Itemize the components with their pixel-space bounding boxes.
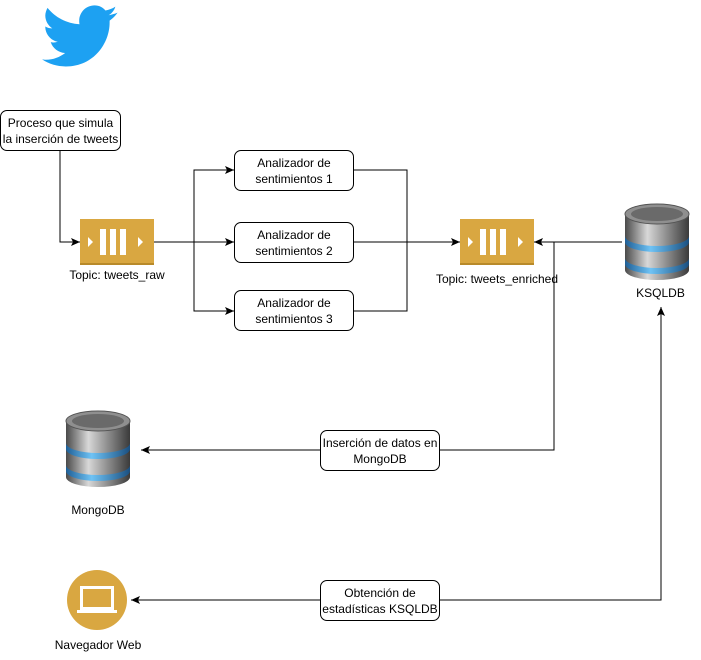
topic-enriched-label: Topic: tweets_enriched bbox=[435, 272, 559, 286]
edge-analyzer3-enriched bbox=[354, 242, 408, 312]
analyzer-1-label: Analizador de sentimientos 1 bbox=[255, 155, 333, 186]
topic-raw-label: Topic: tweets_raw bbox=[69, 268, 165, 282]
browser-label: Navegador Web bbox=[54, 638, 142, 652]
web-browser-icon bbox=[67, 570, 127, 630]
queue-icon bbox=[460, 219, 534, 265]
analyzer-3-box: Analizador de sentimientos 3 bbox=[234, 290, 354, 331]
ksqldb-label: KSQLDB bbox=[636, 286, 685, 300]
stats-box: Obtención de estadísticas KSQLDB bbox=[320, 580, 440, 621]
mongo-insert-label: Inserción de datos en MongoDB bbox=[322, 435, 438, 466]
analyzer-2-label: Analizador de sentimientos 2 bbox=[255, 227, 333, 258]
edge-enriched-mongo-insert bbox=[440, 242, 555, 451]
analyzer-3-label: Analizador de sentimientos 3 bbox=[255, 295, 333, 326]
database-icon bbox=[624, 203, 690, 280]
edge-raw-analyzer3 bbox=[193, 242, 234, 315]
producer-box: Proceso que simula la inserción de tweet… bbox=[0, 110, 121, 151]
mongo-insert-box: Inserción de datos en MongoDB bbox=[320, 430, 440, 471]
analyzer-1-box: Analizador de sentimientos 1 bbox=[234, 150, 354, 191]
producer-label: Proceso que simula la inserción de tweet… bbox=[2, 115, 119, 146]
analyzer-2-box: Analizador de sentimientos 2 bbox=[234, 222, 354, 263]
stats-label: Obtención de estadísticas KSQLDB bbox=[322, 585, 438, 616]
edge-stats-ksqldb bbox=[440, 307, 665, 601]
mongodb-label: MongoDB bbox=[71, 503, 125, 517]
edge-analyzer1-enriched bbox=[354, 169, 408, 242]
edge-raw-analyzer1 bbox=[154, 166, 234, 243]
database-icon bbox=[65, 410, 131, 487]
queue-icon bbox=[80, 219, 154, 265]
edge-producer-topic-raw bbox=[59, 150, 80, 246]
twitter-bird-icon bbox=[42, 5, 118, 67]
